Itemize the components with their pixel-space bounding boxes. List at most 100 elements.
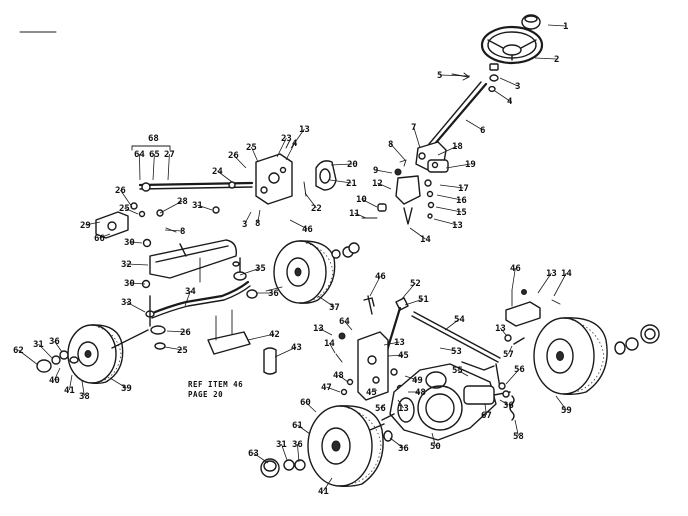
rear-right-hub-parts [614,324,660,355]
leader-c65 [152,153,155,181]
arrow-5-head [462,72,470,81]
callout-c31c: 31 [276,440,287,450]
callout-c36d: 36 [398,444,409,454]
callout-c13c: 13 [313,324,324,334]
leader-c46b [369,275,381,297]
callout-c25c: 25 [177,346,188,356]
leader-c25a [251,146,259,163]
leader-c26b [120,189,133,208]
leader-c55 [457,369,469,377]
leader-c36c [499,399,509,406]
leader-c58 [514,419,519,437]
callout-c25b: 25 [119,204,130,214]
leader-c36b [54,340,63,353]
front-left-tire [67,324,124,385]
callout-c30b: 30 [124,279,135,289]
callout-c13g: 13 [546,269,557,279]
leader-c18 [437,145,458,156]
leader-c14a [409,227,426,240]
leader-c27 [167,153,170,181]
callout-c8b: 8 [255,219,260,229]
callout-c41a: 41 [64,386,75,396]
callout-c49: 49 [412,376,423,386]
leader-c15 [435,206,462,213]
callout-c26a: 26 [228,151,239,161]
callout-c31a: 31 [192,201,203,211]
callout-c26c: 26 [180,328,191,338]
callout-c25a: 25 [246,143,257,153]
control-rod [411,311,501,363]
leader-c56b [505,368,520,385]
callout-c54: 54 [454,315,465,325]
leader-c13g [537,272,552,294]
leader-c11 [354,212,367,219]
leader-c22 [304,192,317,209]
leader-c7 [413,126,421,149]
leader-c46c [511,267,516,291]
steering-shaft [423,81,488,154]
callout-c32: 32 [121,260,132,270]
leader-c64 [139,153,141,181]
leader-c66 [99,233,111,239]
leader-c40 [54,367,61,381]
leader-c52 [400,282,416,301]
callout-c30a: 30 [124,238,135,248]
callout-leaders [18,24,567,492]
leader-c51 [404,298,424,306]
leader-c48a [338,374,349,383]
leader-c30b [129,282,146,285]
callout-c59: 59 [561,406,572,416]
callout-c38: 38 [79,392,90,402]
callout-c6: 6 [480,126,485,136]
callout-c18: 18 [452,142,463,152]
callout-c8a: 8 [388,140,393,150]
transaxle [381,363,511,441]
callout-c13b: 13 [299,125,310,135]
rear-bracket-upper [504,289,561,345]
leader-c21 [329,179,352,184]
leader-c42 [247,333,275,341]
leader-c3 [499,77,518,87]
leader-c20 [330,163,353,166]
leader-c43a [274,346,297,358]
callout-c15: 15 [456,208,467,218]
leader-c62 [18,349,39,366]
leader-c45a [387,354,404,357]
leader-c16 [436,194,462,201]
callout-c60: 60 [300,398,311,408]
leader-c13f [500,327,507,336]
callout-c61: 61 [292,421,303,431]
leader-c6 [465,119,483,131]
callout-c51: 51 [418,295,429,305]
callout-c45a: 45 [398,351,409,361]
leader-c61 [297,424,311,435]
callout-c4b: 4 [292,139,298,149]
callout-c20: 20 [347,160,358,170]
leader-c13c [318,327,333,336]
callout-c36a: 36 [268,289,279,299]
callout-c67: 67 [481,411,492,421]
callout-c47: 47 [321,383,332,393]
callout-c8c: 8 [180,227,185,237]
callout-c42: 42 [269,330,280,340]
callout-c36b: 36 [49,337,60,347]
leader-c24 [217,170,233,183]
leader-c33 [126,301,146,313]
callout-c2: 2 [554,55,559,65]
leader-c53 [439,347,457,352]
callout-c13a: 13 [452,221,463,231]
leader-c41a [69,374,73,391]
callout-c63: 63 [248,449,259,459]
leader-c17 [439,184,464,189]
callout-c36c: 36 [503,401,514,411]
leader-c19 [445,163,471,169]
callout-c31b: 31 [33,340,44,350]
leader-c38 [81,380,85,397]
leader-c23 [276,137,287,158]
callout-c57: 57 [503,350,514,360]
callout-c50: 50 [430,442,441,452]
callout-numbers: 1234567891819171615131412101120212223134… [13,22,572,497]
callout-c40: 40 [49,376,60,386]
callout-c39: 39 [121,384,132,394]
